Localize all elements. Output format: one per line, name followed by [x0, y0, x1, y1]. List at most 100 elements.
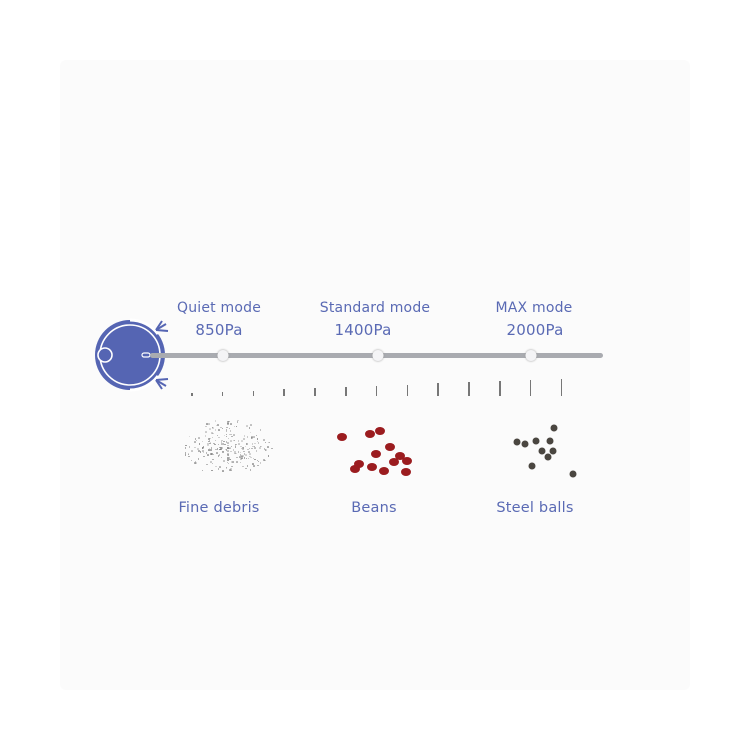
dust-particle [239, 451, 242, 454]
dust-particle [222, 443, 225, 445]
dust-particle [233, 425, 236, 428]
dust-particle [247, 448, 249, 451]
dust-particle [247, 457, 250, 460]
dust-particle [243, 457, 246, 459]
dust-particle [225, 441, 228, 443]
dust-particle [218, 454, 221, 456]
dust-particle [267, 441, 270, 444]
dust-particle [241, 456, 243, 458]
dust-particle [212, 427, 214, 429]
dust-particle [234, 446, 237, 448]
steel-ball [550, 424, 558, 432]
dust-particle [220, 426, 222, 429]
dust-particle [204, 435, 207, 437]
dust-particle [219, 448, 221, 451]
dust-particle [237, 451, 240, 453]
dust-particle [201, 440, 204, 443]
dust-particle [213, 442, 215, 445]
item-label-steel-balls: Steel balls [496, 500, 574, 516]
dust-particle [198, 443, 201, 445]
bean [365, 430, 375, 438]
dust-particle [257, 464, 259, 467]
tick-mark [437, 383, 439, 396]
dust-particle [187, 453, 190, 455]
dust-particle [254, 458, 256, 461]
tick-mark [283, 389, 285, 396]
dust-particle [188, 435, 191, 438]
dust-particle [227, 444, 229, 447]
dust-particle [252, 463, 254, 465]
dust-particle [249, 469, 252, 471]
dust-particle [251, 437, 253, 439]
dust-particle [225, 466, 228, 469]
dust-particle [208, 423, 210, 425]
dust-particle [209, 442, 211, 444]
dust-particle [198, 450, 200, 452]
dust-particle [201, 447, 204, 449]
dust-particle [237, 440, 240, 442]
dust-particle [230, 445, 233, 448]
dust-particle [217, 424, 219, 426]
dust-particle [227, 454, 229, 456]
dust-particle [214, 429, 217, 431]
dust-particle [233, 439, 235, 442]
dust-particle [208, 447, 211, 450]
dust-particle [221, 427, 224, 430]
dust-particle [207, 444, 209, 447]
bean [389, 458, 399, 466]
dust-particle [234, 444, 237, 446]
dust-particle [214, 443, 216, 446]
dust-particle [230, 433, 232, 436]
dust-particle [229, 447, 232, 450]
steel-ball [528, 462, 536, 470]
dust-particle [241, 440, 243, 442]
dust-particle [259, 462, 262, 464]
dust-particle [235, 425, 238, 428]
dust-particle [222, 470, 224, 472]
dust-particle [210, 453, 212, 455]
dust-particle [267, 446, 269, 448]
bean [350, 465, 360, 473]
dust-particle [249, 453, 251, 455]
dust-particle [228, 427, 231, 430]
dust-particle [211, 453, 213, 455]
steel-ball [532, 437, 540, 445]
steel-balls-icon [513, 424, 577, 478]
dust-particle [197, 448, 199, 450]
dust-particle [227, 423, 229, 425]
dust-particle [199, 451, 202, 453]
dust-particle [229, 458, 232, 461]
dust-particle [220, 448, 222, 451]
tick-mark [560, 378, 563, 396]
dust-particle [209, 428, 211, 430]
dust-particle [217, 443, 220, 446]
bean [395, 452, 405, 460]
dust-particle [190, 459, 193, 462]
dust-particle [235, 443, 238, 446]
dust-particle [215, 465, 217, 468]
tick-mark [345, 387, 347, 396]
dust-particle [257, 442, 260, 444]
dust-particle [230, 469, 233, 472]
dust-particle [246, 465, 249, 467]
dust-particle [202, 450, 204, 452]
dust-particle [271, 447, 273, 450]
dust-particle [264, 449, 267, 451]
dust-particle [205, 452, 208, 454]
dust-particle [252, 445, 254, 448]
dust-particle [208, 439, 211, 442]
dust-particle [184, 452, 187, 454]
dust-particle [187, 453, 190, 456]
dust-particle [238, 443, 240, 445]
dust-particle [254, 447, 256, 449]
dust-particle [227, 441, 229, 444]
dust-particle [207, 454, 209, 456]
dust-particle [194, 438, 197, 440]
dust-particle [227, 450, 229, 452]
dust-particle [240, 445, 242, 448]
dust-particle [256, 440, 259, 443]
dust-particle [184, 447, 187, 449]
dust-particle [248, 447, 251, 450]
dust-particle [225, 430, 228, 433]
dust-icon [180, 415, 275, 480]
